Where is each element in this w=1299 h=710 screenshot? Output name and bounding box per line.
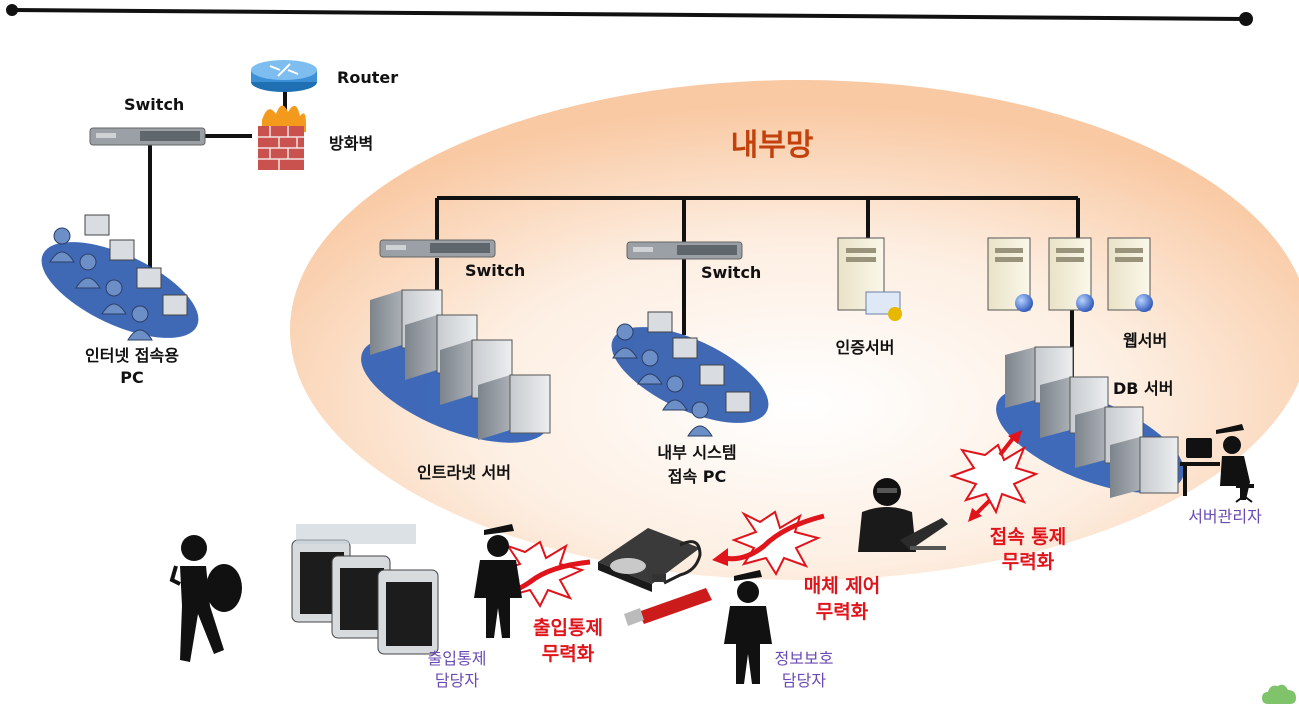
usb-media-devices bbox=[598, 528, 712, 626]
access-control-threat-line1: 접속 통제 bbox=[989, 526, 1067, 548]
media-control-threat-line2: 무력화 bbox=[815, 601, 869, 623]
internet-pc-label-line1: 인터넷 접속용 bbox=[85, 346, 179, 365]
media-control-threat-line1: 매체 제어 bbox=[803, 575, 881, 597]
intranet-server-cluster bbox=[361, 289, 551, 443]
cloud-logo-icon bbox=[1262, 684, 1296, 704]
internal-pc-cluster bbox=[611, 311, 769, 437]
auth-server-icon bbox=[837, 237, 902, 321]
security-officer-label-line2: 담당자 bbox=[781, 671, 827, 690]
security-officer-label-line1: 정보보호 bbox=[774, 649, 834, 668]
speed-gate-turnstiles bbox=[291, 524, 439, 655]
router-label: Router bbox=[337, 68, 399, 87]
access-control-explosion bbox=[948, 430, 1039, 522]
db-server-cluster bbox=[996, 346, 1184, 498]
server-admin-figure bbox=[1180, 424, 1254, 503]
internal-pc-label-line1: 내부 시스템 bbox=[657, 443, 737, 462]
entry-officer-label-line1: 출입통제 bbox=[427, 649, 487, 668]
switch-intranet-label: Switch bbox=[465, 261, 526, 280]
firewall-icon bbox=[258, 105, 306, 170]
auth-server-label: 인증서버 bbox=[835, 338, 895, 357]
intranet-server-label: 인트라넷 서버 bbox=[417, 463, 511, 482]
internal-network-title: 내부망 bbox=[730, 128, 814, 163]
internet-pc-label-line2: PC bbox=[120, 368, 144, 387]
internal-pc-label-line2: 접속 PC bbox=[667, 467, 727, 486]
entry-officer-figure bbox=[474, 524, 522, 638]
switch-internal-icon bbox=[626, 241, 743, 260]
web-server-label: 웹서버 bbox=[1123, 331, 1168, 350]
switch-intranet-icon bbox=[379, 239, 496, 258]
backbone-links bbox=[148, 82, 1080, 380]
switch-external-icon bbox=[89, 127, 206, 146]
entry-officer-label-line2: 담당자 bbox=[434, 671, 480, 690]
entry-control-threat-line1: 출입통제 bbox=[533, 617, 603, 639]
internet-pc-cluster bbox=[41, 214, 199, 341]
db-server-label: DB 서버 bbox=[1113, 379, 1174, 398]
router-icon bbox=[251, 60, 317, 92]
firewall-label: 방화벽 bbox=[329, 134, 374, 153]
media-control-explosion bbox=[712, 510, 825, 577]
web-server-cluster bbox=[987, 237, 1153, 312]
access-control-threat-line2: 무력화 bbox=[1001, 551, 1055, 573]
hacker-figure bbox=[858, 478, 948, 552]
security-officer-figure bbox=[724, 570, 772, 684]
entry-control-threat-line2: 무력화 bbox=[541, 643, 595, 665]
thief-figure bbox=[169, 535, 242, 662]
top-divider-line bbox=[6, 4, 1253, 26]
server-admin-label: 서버관리자 bbox=[1188, 507, 1262, 526]
switch-internal-label: Switch bbox=[701, 263, 762, 282]
switch-external-label: Switch bbox=[124, 95, 185, 114]
